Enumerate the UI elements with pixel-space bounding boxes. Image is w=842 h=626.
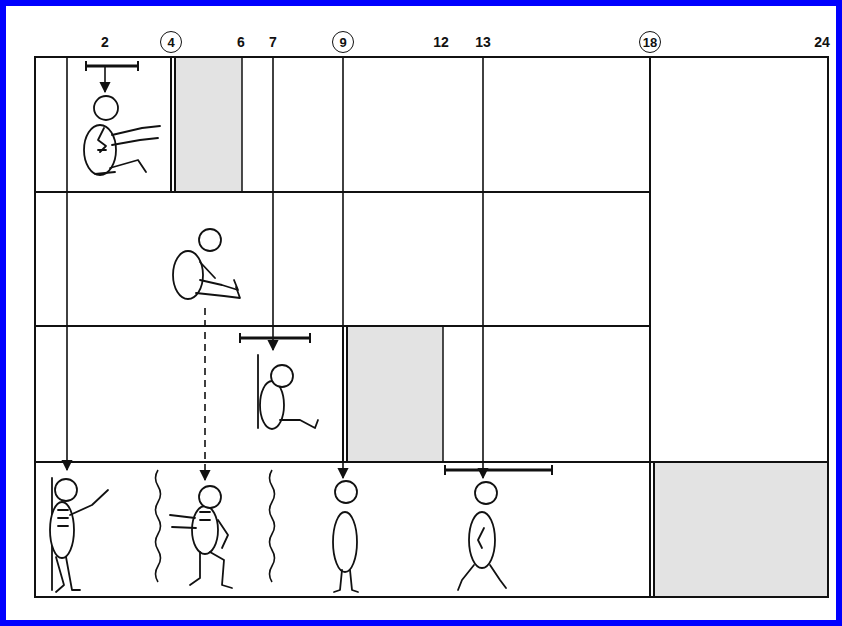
- shaded-band: [347, 326, 443, 462]
- age-number: 13: [475, 35, 491, 49]
- range-bar: [137, 61, 139, 71]
- column-divider: [653, 462, 655, 597]
- age-number: 2: [101, 35, 109, 49]
- baby-figure: [258, 355, 318, 429]
- column-divider: [241, 57, 243, 192]
- circled-age: 9: [332, 31, 354, 53]
- shaded-band: [175, 57, 242, 192]
- dashed-pointer: [204, 308, 206, 480]
- pointer-line: [342, 57, 344, 478]
- pointer-line: [104, 66, 106, 92]
- age-number: 18: [643, 36, 657, 49]
- baby-figure: [170, 486, 232, 588]
- row-divider: [35, 461, 828, 463]
- age-number: 4: [167, 36, 174, 49]
- chart-frame: [35, 57, 828, 597]
- column-divider: [170, 57, 172, 192]
- pointer-line: [66, 57, 68, 470]
- column-divider: [346, 326, 348, 462]
- age-number: 12: [433, 35, 449, 49]
- range-bar: [240, 337, 310, 340]
- circled-age: 4: [160, 31, 182, 53]
- range-bar: [445, 469, 552, 472]
- connector-layer: [6, 6, 836, 620]
- age-number: 24: [814, 35, 830, 49]
- shaded-band: [654, 462, 828, 597]
- milestone-chart: [6, 6, 842, 626]
- pointer-line: [272, 57, 274, 350]
- range-bar: [239, 333, 241, 343]
- range-bar: [85, 61, 87, 71]
- wavy-divider: [270, 470, 275, 582]
- age-number: 7: [269, 35, 277, 49]
- column-divider: [174, 57, 176, 192]
- range-bar: [444, 465, 446, 475]
- baby-figure: [333, 481, 358, 592]
- baby-figure: [173, 229, 240, 299]
- column-divider: [649, 57, 651, 597]
- range-bar: [309, 333, 311, 343]
- age-number: 6: [237, 35, 245, 49]
- baby-figure: [84, 96, 160, 175]
- pointer-line: [482, 57, 484, 478]
- age-number: 9: [339, 36, 346, 49]
- baby-figure: [50, 478, 108, 592]
- column-divider: [442, 326, 444, 462]
- circled-age: 18: [639, 31, 661, 53]
- wavy-divider: [156, 470, 161, 582]
- range-bar: [551, 465, 553, 475]
- range-bar: [86, 65, 138, 68]
- baby-figure: [458, 482, 506, 590]
